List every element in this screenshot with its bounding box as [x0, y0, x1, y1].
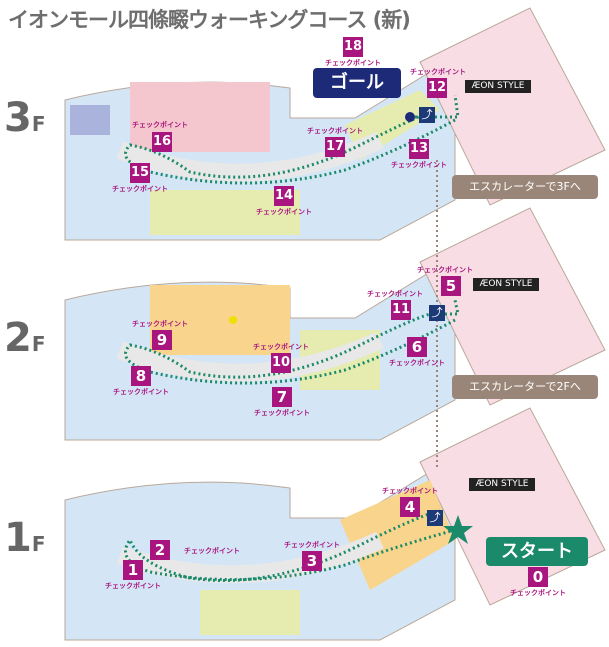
checkpoint-label: チェックポイント — [417, 266, 473, 274]
checkpoint-label: チェックポイント — [391, 161, 447, 169]
checkpoint-14: 14 — [274, 186, 294, 206]
aeon-style-logo: ÆON STYLE — [465, 80, 531, 93]
start-label: スタート — [486, 537, 588, 566]
checkpoint-16: 16 — [152, 132, 172, 152]
checkpoint-10: 10 — [271, 353, 291, 373]
floor-2-plan — [64, 207, 606, 441]
checkpoint-label: チェックポイント — [112, 185, 168, 193]
escalator-icon: ⤴ — [427, 510, 443, 526]
goal-label: ゴール — [313, 68, 401, 98]
checkpoint-label: チェックポイント — [184, 547, 240, 555]
checkpoint-label: チェックポイント — [389, 359, 445, 367]
checkpoint-18: 18 — [343, 37, 363, 57]
checkpoint-label: チェックポイント — [132, 121, 188, 129]
checkpoint-0: 0 — [528, 567, 548, 587]
escalator-icon: ⤴ — [419, 107, 435, 123]
checkpoint-label: チェックポイント — [367, 290, 423, 298]
checkpoint-label: チェックポイント — [325, 59, 381, 67]
checkpoint-17: 17 — [325, 137, 345, 157]
checkpoint-label: チェックポイント — [410, 68, 466, 76]
aeon-style-logo: ÆON STYLE — [473, 278, 539, 291]
aeon-style-logo: ÆON STYLE — [469, 478, 535, 491]
floor-3-plan — [64, 7, 606, 241]
escalator-to-2f-note: エスカレーターで2Fへ — [452, 375, 598, 399]
checkpoint-2: 2 — [150, 540, 170, 560]
goal-marker — [405, 112, 415, 122]
checkpoint-8: 8 — [131, 366, 151, 386]
checkpoint-label: チェックポイント — [113, 388, 169, 396]
checkpoint-15: 15 — [130, 163, 150, 183]
checkpoint-label: チェックポイント — [254, 409, 310, 417]
checkpoint-12: 12 — [427, 78, 447, 98]
escalator-to-3f-note: エスカレーターで3Fへ — [452, 175, 598, 199]
checkpoint-7: 7 — [272, 387, 292, 407]
checkpoint-label: チェックポイント — [510, 589, 566, 597]
checkpoint-label: チェックポイント — [284, 541, 340, 549]
checkpoint-5: 5 — [441, 276, 461, 296]
checkpoint-1: 1 — [123, 560, 143, 580]
page-title: イオンモール四條畷ウォーキングコース (新) — [8, 8, 411, 32]
checkpoint-label: チェックポイント — [105, 582, 161, 590]
checkpoint-label: チェックポイント — [382, 487, 438, 495]
checkpoint-9: 9 — [152, 330, 172, 350]
checkpoint-11: 11 — [391, 300, 411, 320]
checkpoint-label: チェックポイント — [253, 343, 309, 351]
floor-1-plan — [64, 407, 606, 641]
checkpoint-3: 3 — [302, 551, 322, 571]
checkpoint-label: チェックポイント — [132, 320, 188, 328]
escalator-icon: ⤴ — [429, 305, 445, 321]
floor-label-1f: 1F — [4, 515, 46, 561]
floor-label-3f: 3F — [4, 95, 46, 141]
checkpoint-4: 4 — [400, 497, 420, 517]
checkpoint-label: チェックポイント — [256, 208, 312, 216]
checkpoint-13: 13 — [409, 139, 429, 159]
checkpoint-label: チェックポイント — [307, 127, 363, 135]
floor-label-2f: 2F — [4, 315, 46, 361]
start-star-icon — [443, 515, 473, 544]
checkpoint-6: 6 — [407, 337, 427, 357]
